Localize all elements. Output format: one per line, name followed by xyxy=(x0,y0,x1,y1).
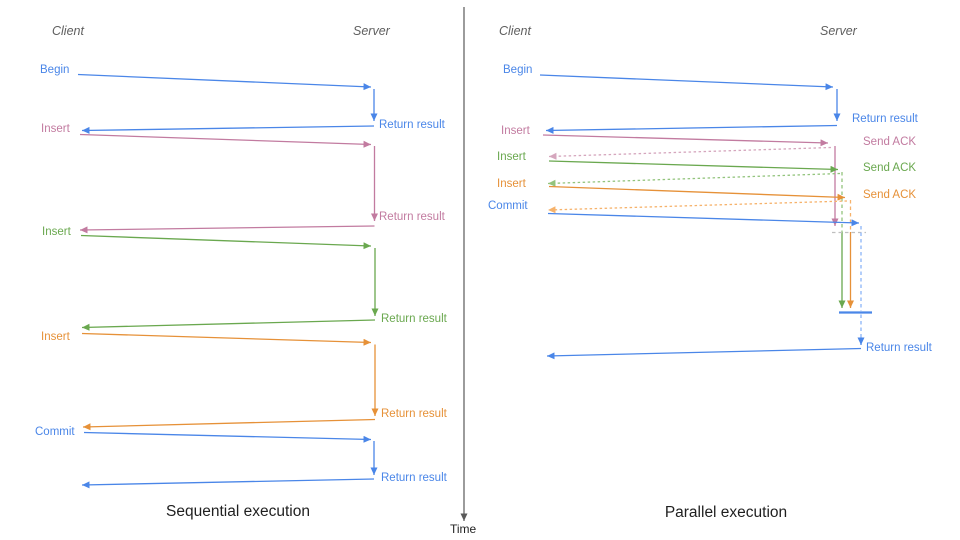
seq-client-header: Client xyxy=(52,24,84,38)
par-insert2-label: Insert xyxy=(497,151,526,163)
seq-insert1-response-label: Return result xyxy=(379,211,445,223)
par-commit-return-line xyxy=(546,347,862,360)
seq-insert1-return-line xyxy=(79,225,375,234)
par-insert3-response-label: Send ACK xyxy=(863,189,917,201)
seq-insert2-return-line xyxy=(81,319,376,331)
par-begin-label: Begin xyxy=(503,64,533,76)
par-commit-label: Commit xyxy=(488,200,528,212)
par-insert3-ack-line xyxy=(547,200,848,214)
par-insert1-request-line xyxy=(542,134,829,147)
par-insert1-response-label: Send ACK xyxy=(863,136,917,148)
par-server-header: Server xyxy=(820,24,857,38)
seq-commit-return-line xyxy=(81,478,375,489)
seq-insert1-label: Insert xyxy=(41,123,70,135)
par-insert3-request-line xyxy=(548,185,846,201)
seq-title: Sequential execution xyxy=(166,503,310,520)
par-insert2-ack-line xyxy=(547,172,841,187)
time-axis-label: Time xyxy=(450,522,477,536)
seq-insert2-request-line xyxy=(80,234,372,250)
seq-insert2-label: Insert xyxy=(42,226,71,238)
seq-insert3-label: Insert xyxy=(41,331,70,343)
par-client-header: Client xyxy=(499,24,531,38)
seq-commit-request-line xyxy=(83,431,372,443)
par-insert1-ack-line xyxy=(548,146,832,160)
seq-server-header: Server xyxy=(353,24,390,38)
par-commit-response-label: Return result xyxy=(866,342,932,354)
seq-insert3-return-line xyxy=(82,418,376,431)
par-insert2-request-line xyxy=(548,160,839,173)
seq-commit-response-label: Return result xyxy=(381,472,447,484)
par-begin-request-line xyxy=(539,74,834,91)
seq-begin-label: Begin xyxy=(40,64,70,76)
par-insert3-label: Insert xyxy=(497,178,526,190)
par-insert2-response-label: Send ACK xyxy=(863,162,917,174)
par-begin-return-line xyxy=(545,124,838,134)
seq-insert3-request-line xyxy=(81,332,372,346)
seq-begin-request-line xyxy=(77,73,372,91)
seq-insert1-request-line xyxy=(79,133,372,148)
par-insert1-label: Insert xyxy=(501,125,530,137)
par-begin-response-label: Return result xyxy=(852,113,918,125)
seq-begin-return-line xyxy=(81,125,375,134)
seq-commit-label: Commit xyxy=(35,426,75,438)
seq-insert3-response-label: Return result xyxy=(381,408,447,420)
par-commit-request-line xyxy=(547,212,860,227)
seq-insert2-response-label: Return result xyxy=(381,313,447,325)
par-title: Parallel execution xyxy=(664,504,788,521)
seq-begin-response-label: Return result xyxy=(379,119,445,131)
